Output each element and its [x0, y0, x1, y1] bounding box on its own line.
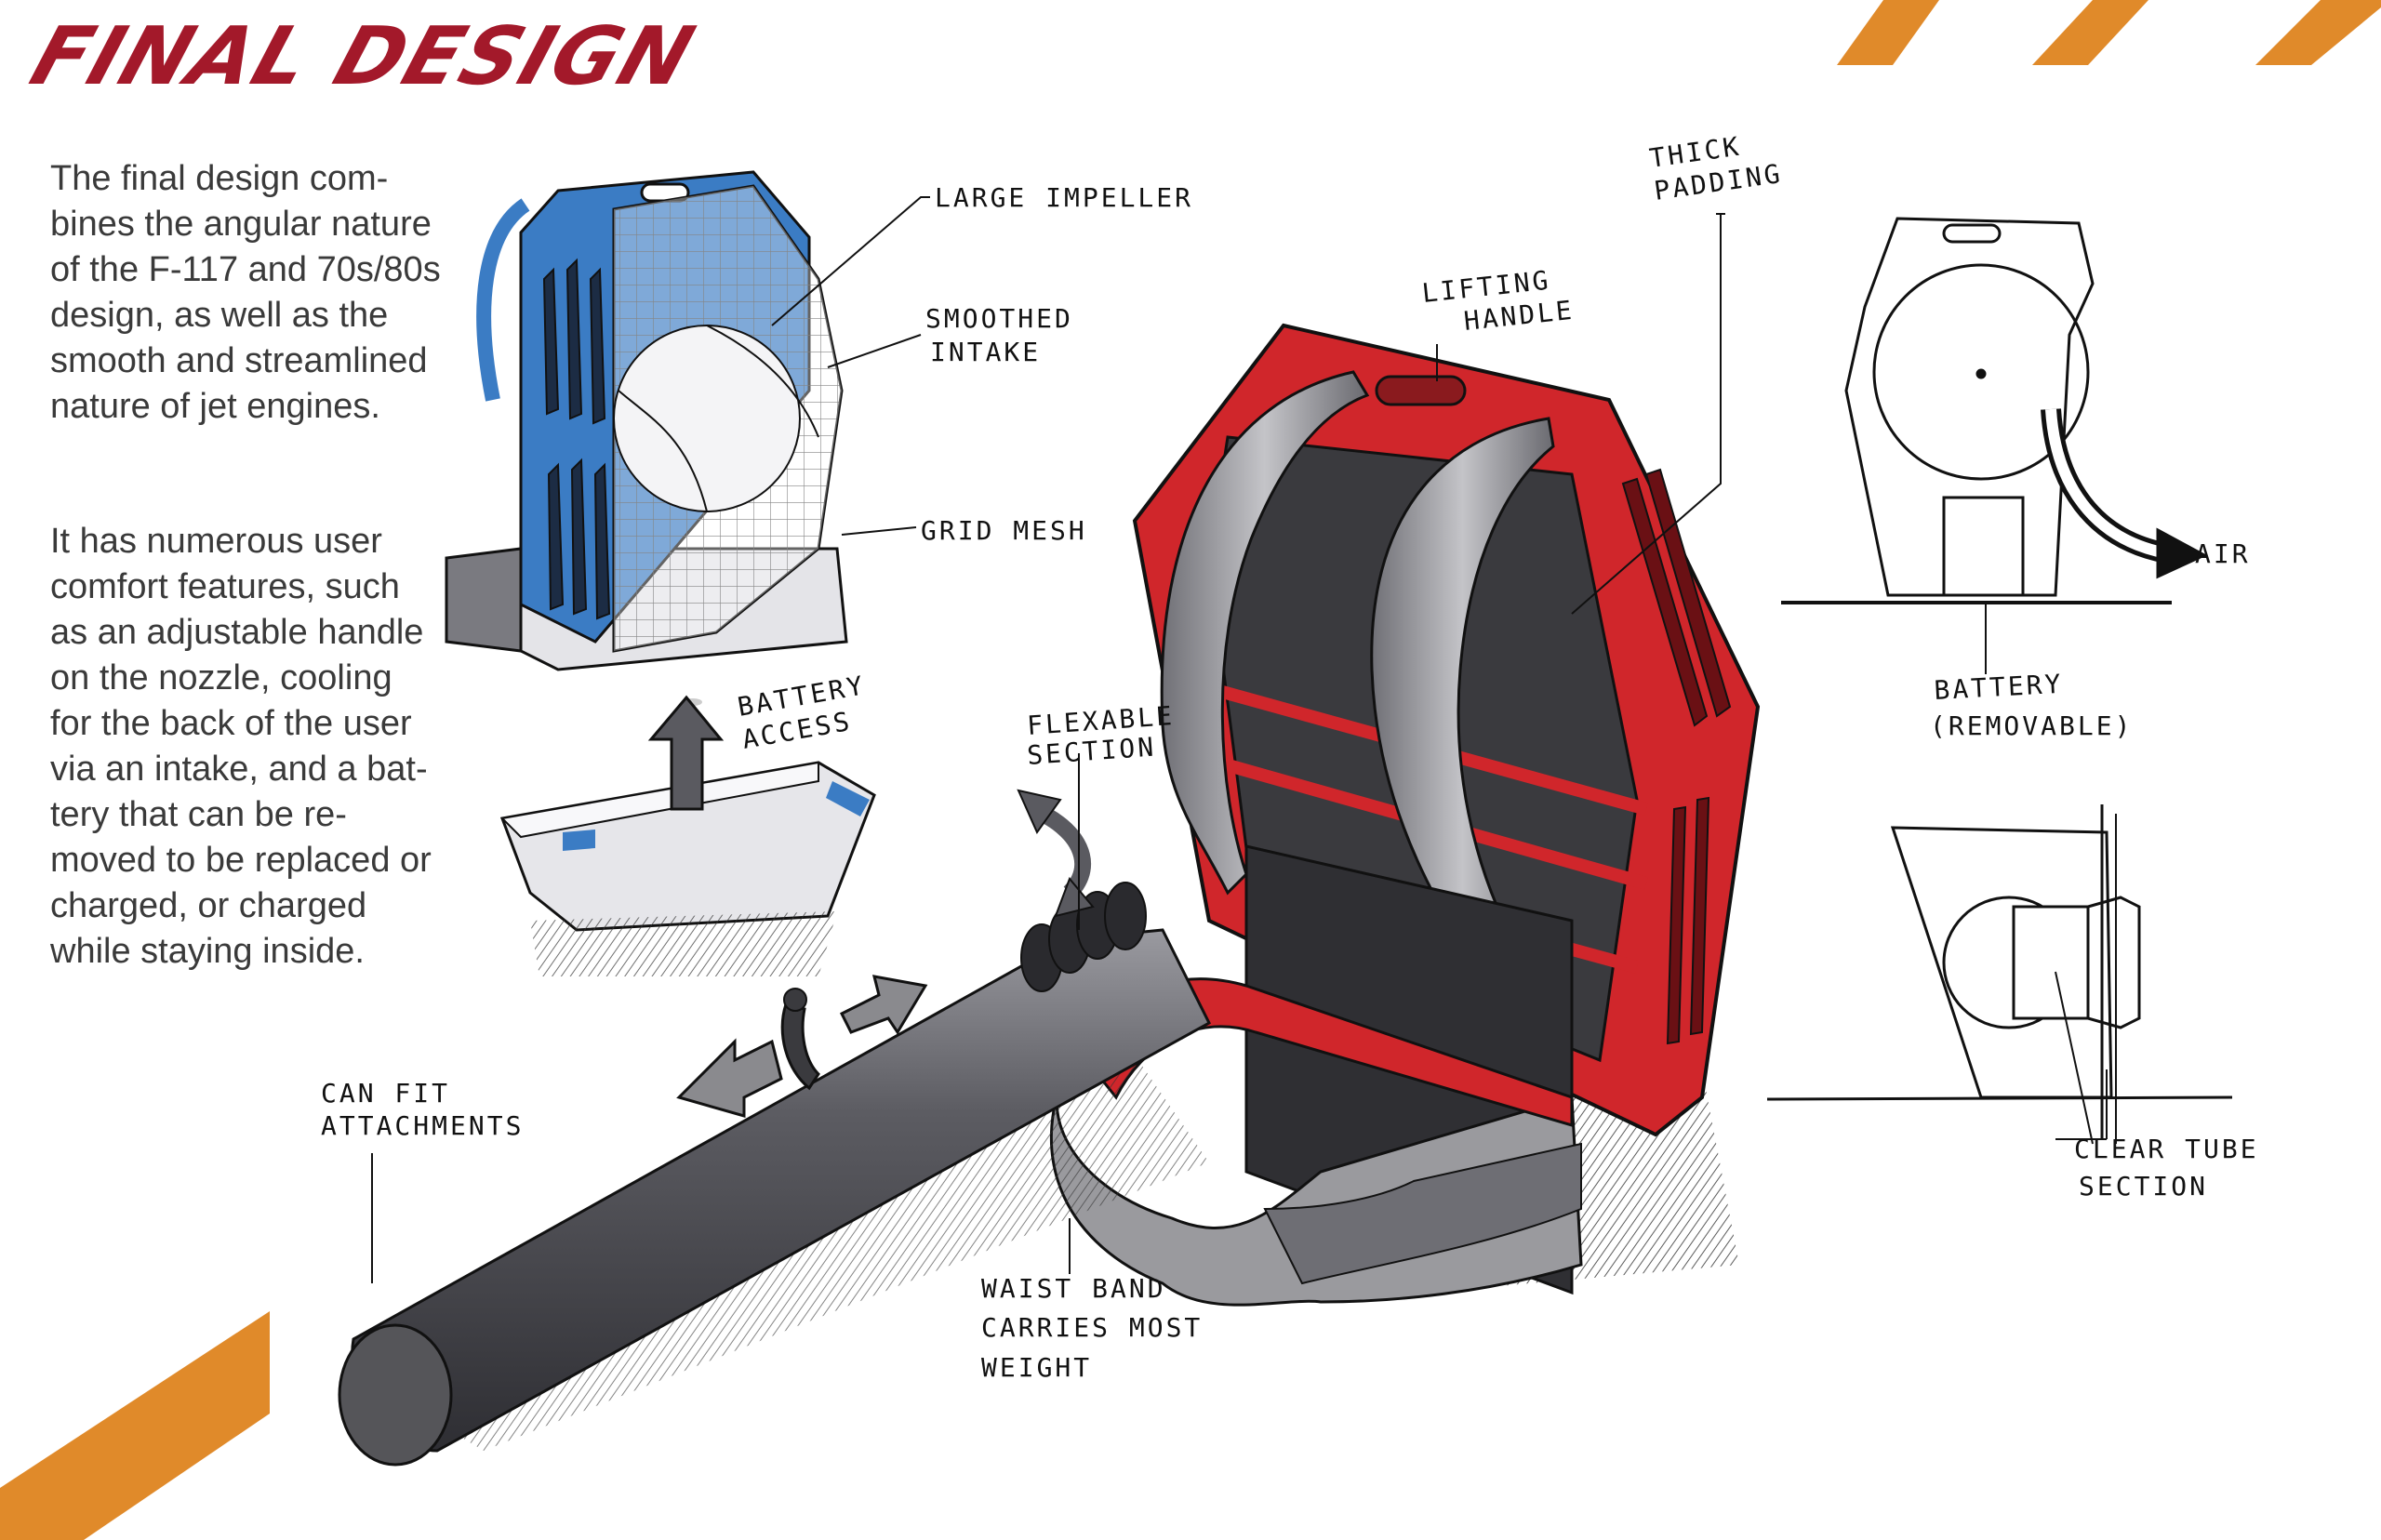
label-waist-band-1: WAIST BAND: [981, 1273, 1166, 1304]
fan-unit-sketch: [445, 170, 876, 976]
label-waist-band-2: CARRIES MOST: [981, 1312, 1203, 1343]
label-clear-tube-1: CLEAR TUBE: [2074, 1134, 2259, 1164]
label-grid-mesh: GRID MESH: [921, 515, 1087, 546]
backpack-main-sketch: [1049, 323, 1761, 1307]
label-smoothed-intake-2: INTAKE: [930, 337, 1041, 367]
callout-labels: LARGE IMPELLER SMOOTHED INTAKE GRID MESH…: [321, 130, 2259, 1383]
label-can-fit-2: ATTACHMENTS: [321, 1110, 524, 1141]
page-title: FINAL DESIGN: [20, 10, 706, 103]
side-view-sketch: [1766, 217, 2233, 1144]
callout-lines: [371, 196, 2094, 1283]
features-paragraph: It has numerous user comfort features, s…: [50, 522, 432, 971]
label-can-fit-1: CAN FIT: [321, 1078, 450, 1109]
label-clear-tube-2: SECTION: [2079, 1171, 2208, 1201]
label-waist-band-3: WEIGHT: [981, 1352, 1092, 1383]
label-battery-removable-1: BATTERY: [1934, 669, 2065, 706]
label-battery-removable-2: (REMOVABLE): [1930, 710, 2133, 741]
label-large-impeller: LARGE IMPELLER: [935, 182, 1193, 213]
label-smoothed-intake-1: SMOOTHED: [925, 303, 1073, 334]
intro-paragraph: The final design com-bines the angular n…: [50, 159, 441, 426]
nozzle-tube-sketch: [338, 789, 1211, 1467]
label-air: AIR: [2195, 538, 2251, 569]
